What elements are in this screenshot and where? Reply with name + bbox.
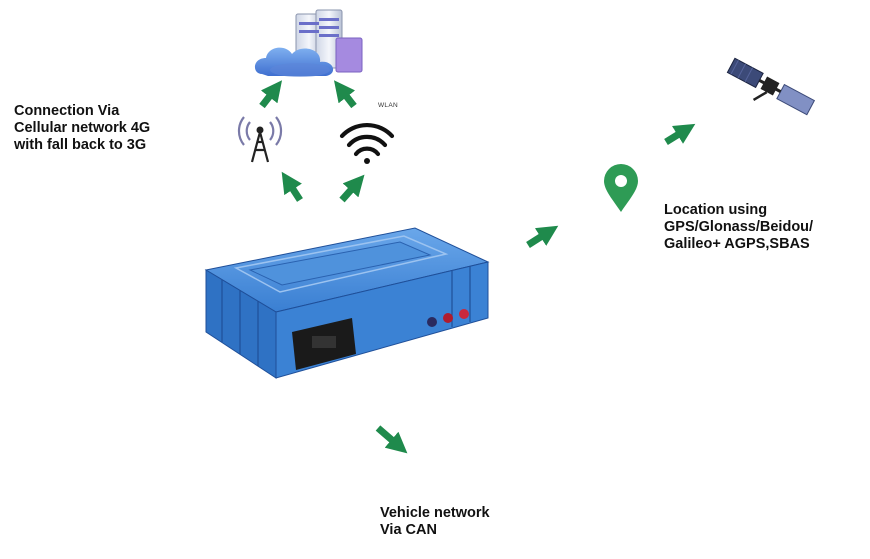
arrow-to-tower (281, 171, 303, 202)
vehicle-line-1: Vehicle network (380, 505, 490, 521)
location-line-3: Galileo+ AGPS,SBAS (664, 236, 810, 252)
cell-tower-icon (237, 116, 283, 163)
arrow-to-satellite (664, 123, 696, 145)
satellite-icon (726, 57, 816, 116)
location-line-1: Location using (664, 202, 768, 218)
wifi-icon (339, 122, 395, 164)
location-line-2: GPS/Glonass/Beidou/ (664, 219, 814, 235)
wlan-label: WLAN (378, 102, 398, 109)
arrow-to-can (375, 425, 408, 454)
connection-line-1: Connection Via (14, 103, 120, 119)
cloud-server-icon (254, 9, 363, 77)
vehicle-line-2: Via CAN (380, 522, 437, 538)
location-label: Location using GPS/Glonass/Beidou/ Galil… (664, 202, 813, 253)
vehicle-network-label: Vehicle network Via CAN (380, 505, 490, 539)
location-pin-icon (604, 164, 638, 212)
arrow-tower-to-cloud (259, 80, 283, 109)
connection-label: Connection Via Cellular network 4G with … (14, 103, 150, 154)
arrow-to-wifi (339, 174, 365, 203)
connection-line-3: with fall back to 3G (14, 137, 147, 153)
connection-line-2: Cellular network 4G (14, 120, 151, 136)
arrow-to-gps (526, 225, 559, 248)
telematics-device (204, 227, 490, 379)
arrows (259, 80, 696, 454)
arrow-wifi-to-cloud (333, 80, 357, 109)
